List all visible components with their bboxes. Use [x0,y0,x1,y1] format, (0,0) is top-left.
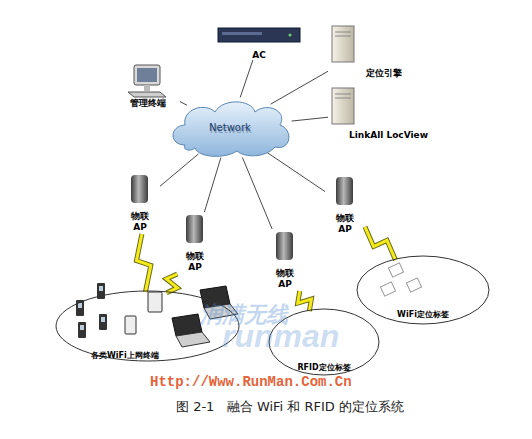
ap-device [186,215,203,243]
link-line [240,60,253,97]
wifi-tag [388,263,403,277]
bolt-outline [298,291,312,311]
server-bay [335,98,351,99]
switch-body [218,28,300,42]
phone-screen [78,303,82,308]
text-wrap: 物联 AP [120,172,160,234]
ap-device [336,177,353,205]
node-label: 各类WiFi上网终端 [91,351,159,360]
bolt-outline [136,234,150,292]
node-label: AC [252,50,266,60]
phone-screen [101,317,105,322]
bolt-outline [365,227,396,260]
node-label: 物联 AP [128,211,152,232]
text-wrap: LinkAll LocView [328,84,428,140]
locview-server: LinkAll LocView [328,84,428,140]
management-terminal: 管理终端 [116,62,180,108]
cloud-label: Network [209,122,251,134]
text-wrap: 物联 AP [175,212,215,274]
network-link [292,117,328,121]
node-label: RFID定位标签 [297,363,350,372]
network-link [271,71,328,104]
wireless-link [365,227,396,260]
network-link [240,60,253,97]
group-ellipse [357,256,489,324]
node-label: 物联 AP [333,213,357,234]
bolt-fill [365,227,396,260]
wireless-link [136,234,150,292]
ac-controller: AC [214,24,304,60]
phone [99,314,107,330]
phone [78,322,86,338]
network-link [160,154,199,186]
server-tower [332,88,354,124]
link-line [180,102,187,106]
network-link [204,158,220,212]
node-label: 物联 AP [183,251,207,272]
node-label: 管理终端 [130,98,166,108]
monitor-stand [144,85,150,91]
node-label: 定位引擎 [366,68,402,78]
wireless-link [298,291,312,311]
server-bay [335,32,351,33]
switch-ports [222,32,262,35]
bolt-outline [166,274,177,293]
iot-ap: 物联 AP [325,174,365,236]
iot-ap: 物联 AP [120,172,160,234]
network-link [267,152,325,191]
ap-device [131,175,148,203]
network-link [180,102,187,106]
figure-caption: 图 2-1 融合 WiFi 和 RFID 的定位系统 [90,398,490,416]
node-label: WiFi定位标签 [397,310,449,319]
phone-screen [99,286,103,291]
link-line [292,117,328,121]
watermark-logo: runman [222,318,339,355]
cloud-shape [173,102,289,156]
phone-screen [80,325,84,330]
link-line [267,152,325,191]
node-label: LinkAll LocView [349,130,428,140]
text-wrap: WiFi定位标签 [356,255,490,325]
text-wrap: Network [165,95,295,160]
pda [125,316,136,334]
server-bay [335,94,351,95]
node-label: 物联 AP [273,268,297,289]
link-line [160,154,199,186]
wifi-tag [380,282,395,296]
wifi-tag-group: WiFi定位标签 [356,255,490,325]
network-cloud: Network [165,95,295,160]
iot-ap: 物联 AP [175,212,215,274]
text-wrap: 定位引擎 [328,22,402,78]
text-wrap: 管理终端 [116,62,180,108]
wifi-tag [406,278,421,292]
wireless-link [166,274,177,293]
text-wrap: 物联 AP [325,174,365,236]
keyboard [128,92,166,97]
location-engine: 定位引擎 [328,22,402,78]
network-link [242,157,272,229]
bolt-fill [166,274,177,293]
text-wrap: 物联 AP [265,229,305,291]
tablet [148,292,162,312]
monitor [134,65,160,85]
switch-led [289,34,292,37]
link-line [204,158,220,212]
bolt-fill [298,291,312,311]
text-wrap: AC [214,24,304,60]
server-tower [332,26,354,62]
watermark-url: Http://Www.RunMan.Com.Cn [150,374,352,390]
laptop-base [176,332,210,347]
monitor-screen [137,68,157,82]
link-line [271,71,328,104]
iot-ap: 物联 AP [265,229,305,291]
bolt-fill [136,234,150,292]
server-bay [335,36,351,37]
link-line [242,157,272,229]
ap-device [276,232,293,260]
